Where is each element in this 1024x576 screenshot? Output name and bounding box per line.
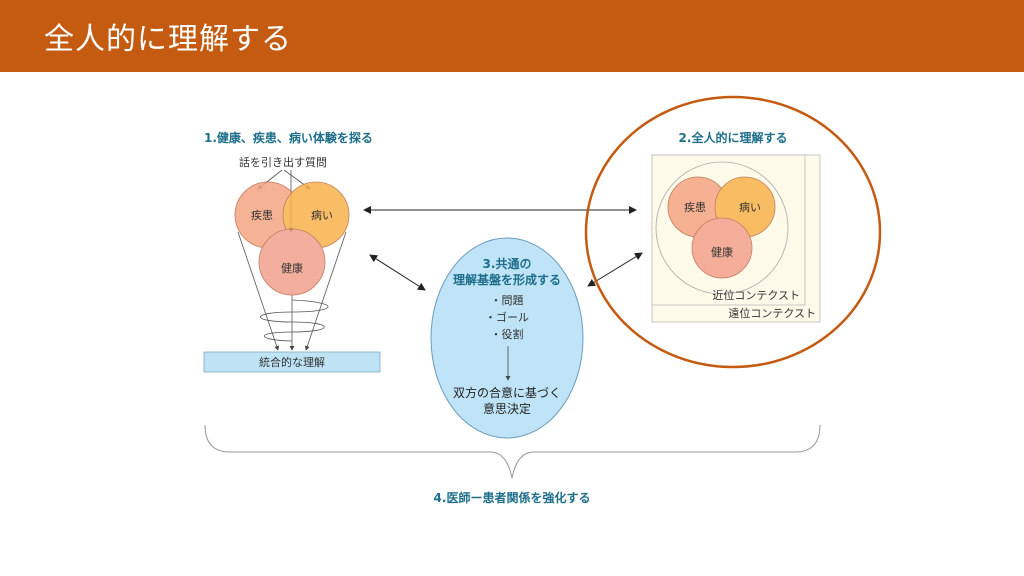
far-context-label: 遠位コンテクスト [728, 306, 816, 320]
health-label: 健康 [281, 261, 303, 275]
health-label-2: 健康 [711, 245, 733, 259]
section-4-title: 4.医師ー患者関係を強化する [434, 490, 591, 505]
item-problem: ・問題 [491, 294, 524, 307]
slide-title: 全人的に理解する [44, 22, 292, 57]
slide-header: 全人的に理解する [0, 0, 1024, 72]
section-3: 3.共通の 理解基盤を形成する ・問題 ・ゴール ・役割 双方の合意に基づく 意… [430, 237, 584, 439]
questions-label: 話を引き出す質問 [239, 155, 327, 169]
section-3-title-2: 理解基盤を形成する [453, 272, 561, 287]
disease-label: 疾患 [251, 208, 273, 222]
disease-label-2: 疾患 [684, 200, 706, 214]
health-circle [258, 228, 326, 296]
integrated-understanding-box [203, 351, 381, 373]
item-goal: ・ゴール [485, 310, 529, 324]
near-context-label: 近位コンテクスト [712, 288, 800, 302]
section-1-title: 1.健康、疾患、病い体験を探る [204, 130, 373, 145]
decision-line-2: 意思決定 [483, 401, 531, 416]
health-circle-2 [691, 217, 753, 279]
section-2: 2.全人的に理解する 疾患 病い 健康 近位コンテクスト 遠位コンテクスト [584, 95, 882, 369]
brace [204, 424, 821, 479]
integrated-understanding-label: 統合的な理解 [259, 355, 325, 369]
item-role: ・役割 [491, 327, 524, 341]
highlight-circle [584, 95, 882, 369]
section-1: 1.健康、疾患、病い体験を探る 話を引き出す質問 疾患 病い 健康 統合的な理解 [203, 130, 381, 373]
illness-label: 病い [311, 208, 333, 222]
section-2-title: 2.全人的に理解する [679, 130, 788, 145]
decision-line-1: 双方の合意に基づく [453, 385, 561, 400]
section-4: 4.医師ー患者関係を強化する [204, 424, 821, 505]
section-3-title-1: 3.共通の [483, 256, 532, 271]
illness-label-2: 病い [739, 200, 761, 214]
